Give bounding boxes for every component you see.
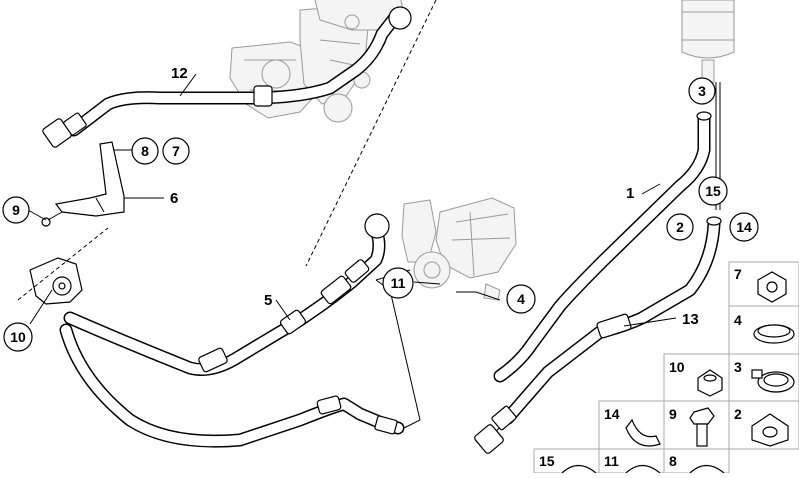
svg-text:8: 8 (669, 453, 677, 469)
label-1: 1 (626, 185, 634, 202)
callout-3[interactable]: 3 (688, 77, 716, 105)
callout-15-number: 15 (705, 183, 721, 199)
grid-cell-4-hose-clamp[interactable]: 4 (728, 305, 799, 355)
grid-cell-10-nut[interactable]: 10 (663, 353, 730, 402)
callout-10-number: 10 (10, 329, 26, 345)
callout-2[interactable]: 2 (666, 213, 694, 241)
bracket-6 (41, 141, 125, 227)
grid-cell-15-seal-ring[interactable]: 15 (533, 448, 600, 474)
bracket-10 (29, 257, 83, 305)
hose-lower (59, 323, 405, 448)
callout-14[interactable]: 14 (729, 212, 759, 242)
callout-14-number: 14 (736, 219, 752, 235)
hose-2 (501, 216, 722, 425)
hose-13 (474, 405, 517, 454)
callout-4[interactable]: 4 (506, 284, 536, 314)
hose-1 (493, 111, 712, 383)
grid-cell-3-hose-clamp[interactable]: 3 (728, 353, 799, 402)
svg-text:11: 11 (604, 453, 619, 469)
label-6: 6 (170, 190, 178, 207)
grid-cell-8-seal-ring[interactable]: 8 (663, 448, 730, 474)
grid-cell-2-clip[interactable]: 2 (728, 400, 799, 450)
grid-cell-9-bolt[interactable]: 9 (663, 400, 730, 450)
callout-8-number: 8 (141, 143, 149, 159)
power-steering-pump-ghost (401, 197, 517, 301)
callout-4-number: 4 (517, 291, 525, 307)
callout-2-number: 2 (676, 219, 684, 235)
svg-text:15: 15 (539, 453, 555, 469)
grid-cell-14-clip[interactable]: 14 (598, 400, 665, 450)
label-12: 12 (171, 65, 188, 82)
callout-11-number: 11 (391, 275, 406, 291)
grid-cell-11-seal-ring[interactable]: 11 (598, 448, 665, 474)
svg-text:10: 10 (669, 359, 685, 375)
reservoir-ghost (681, 0, 735, 83)
callout-7[interactable]: 7 (162, 137, 190, 165)
svg-text:4: 4 (734, 312, 742, 328)
svg-text:9: 9 (669, 406, 677, 422)
svg-text:14: 14 (604, 406, 620, 422)
label-13: 13 (682, 311, 699, 328)
callout-9[interactable]: 9 (2, 196, 30, 224)
callout-7-number: 7 (172, 143, 180, 159)
svg-text:7: 7 (734, 266, 742, 282)
parts-grid: 7 4 10 3 14 (533, 261, 799, 474)
hose-5 (63, 213, 390, 376)
callout-8[interactable]: 8 (131, 137, 159, 165)
grid-cell-7-nut[interactable]: 7 (728, 261, 799, 307)
callout-10[interactable]: 10 (3, 322, 33, 352)
callout-11[interactable]: 11 (382, 267, 414, 299)
callout-9-number: 9 (12, 202, 20, 218)
callout-15[interactable]: 15 (698, 176, 728, 206)
svg-text:2: 2 (734, 406, 742, 422)
label-5: 5 (264, 292, 272, 309)
hose-12 (42, 6, 412, 148)
callout-3-number: 3 (698, 83, 706, 99)
svg-text:3: 3 (734, 359, 742, 375)
